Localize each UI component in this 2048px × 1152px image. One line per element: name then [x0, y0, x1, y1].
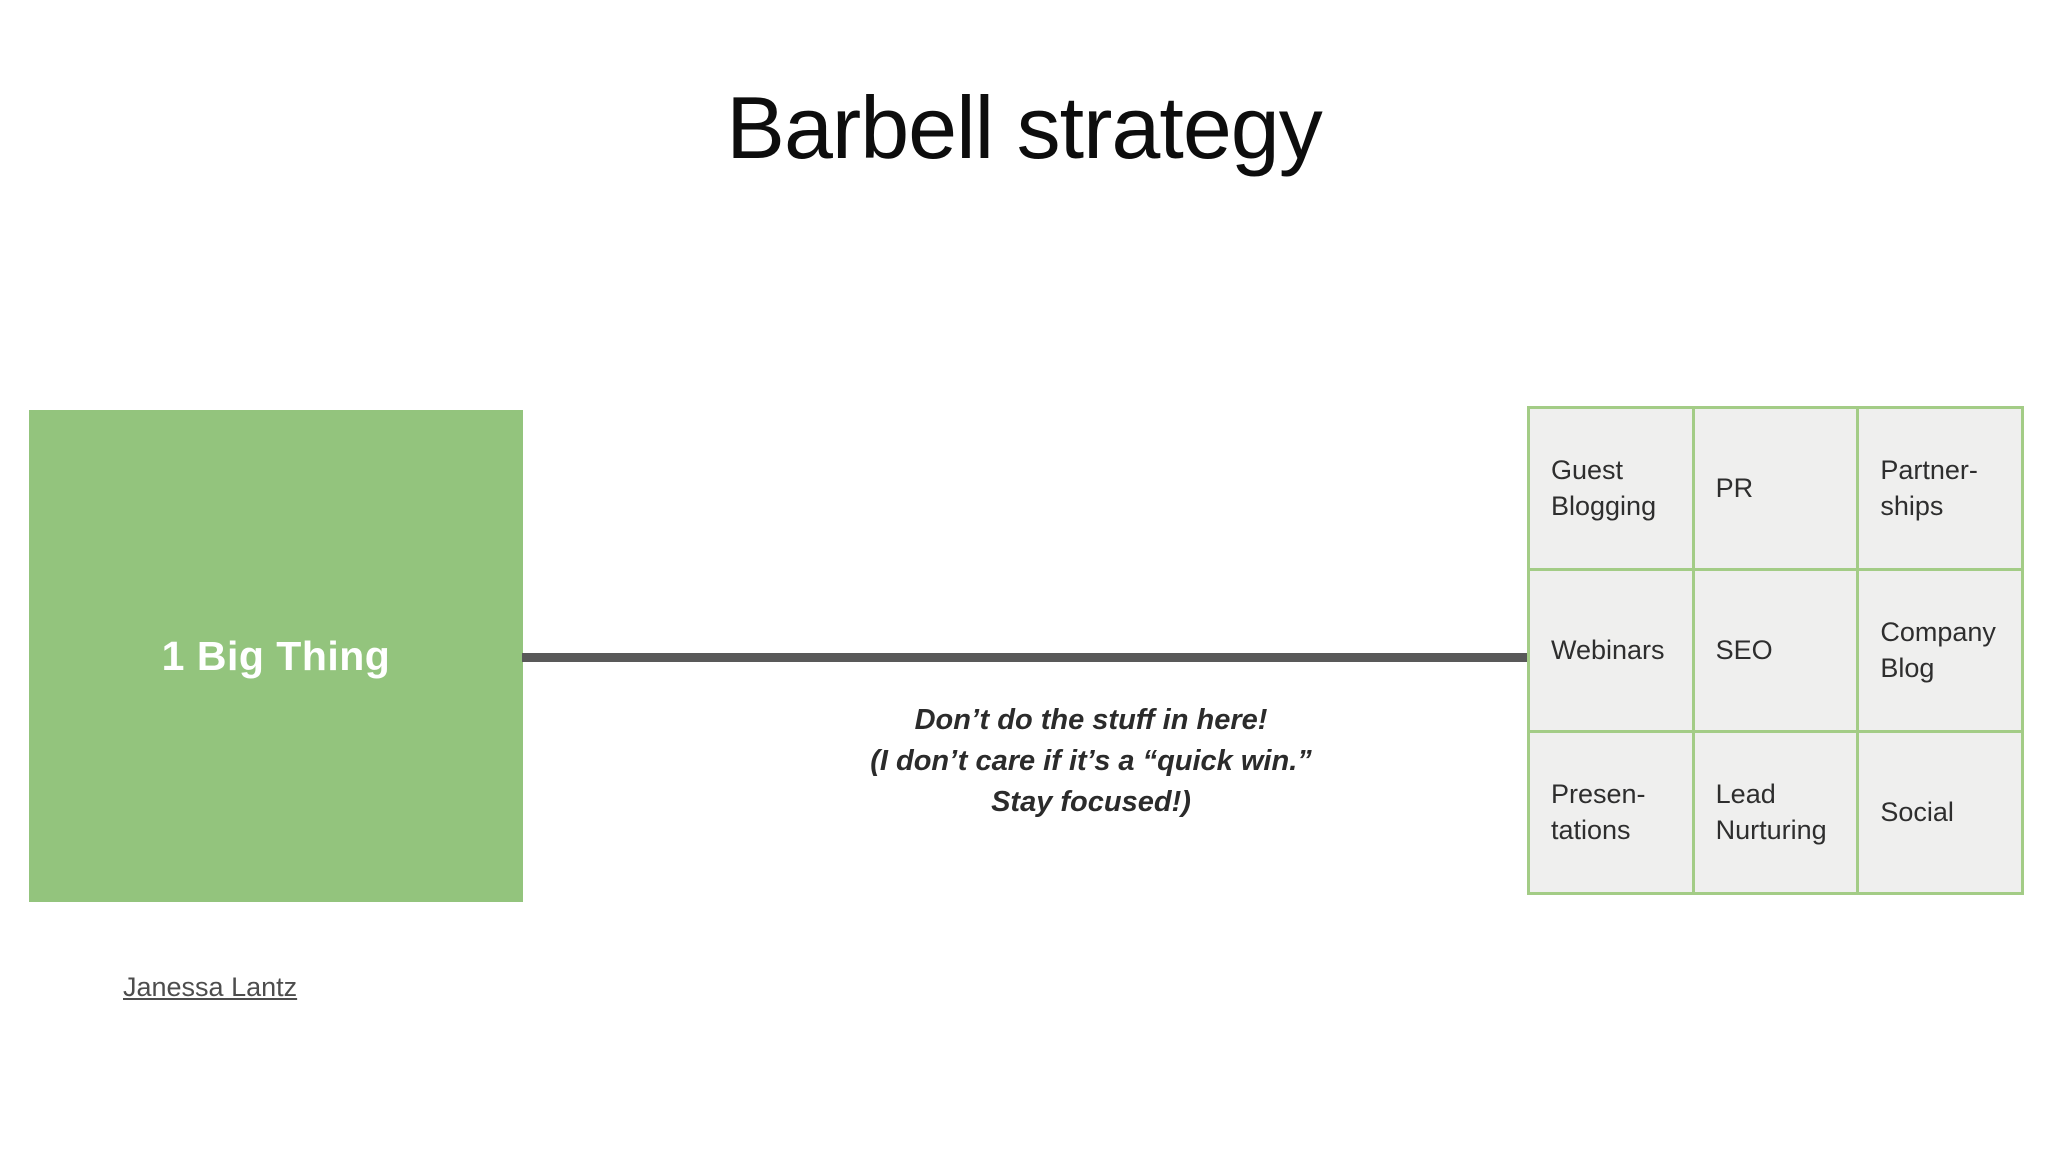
- grid-cell-label: SEO: [1715, 634, 1773, 665]
- grid-cell-social: Social: [1859, 733, 2021, 892]
- big-thing-label: 1 Big Thing: [161, 632, 391, 679]
- grid-cell-pr: PR: [1694, 409, 1857, 568]
- attribution-link[interactable]: Janessa Lantz: [123, 972, 298, 1002]
- big-thing-box: 1 Big Thing: [29, 410, 523, 902]
- grid-cell-label: Social: [1880, 796, 1954, 827]
- grid-cell-label: Partner- ships: [1880, 455, 1978, 521]
- annotation-line-3: Stay focused!): [991, 786, 1191, 819]
- warning-annotation: Don’t do the stuff in here! (I don’t car…: [691, 700, 1491, 824]
- grid-cell-webinars: Webinars: [1530, 571, 1692, 730]
- grid-cell-label: Webinars: [1551, 634, 1665, 665]
- slide-title: Barbell strategy: [726, 77, 1322, 177]
- grid-cell-lead-nurturing: Lead Nurturing: [1694, 733, 1857, 892]
- grid-cell-guest-blogging: Guest Blogging: [1530, 409, 1692, 568]
- barbell-bar-line: [522, 653, 1530, 662]
- grid-cell-label: Company Blog: [1880, 617, 1996, 683]
- grid-cell-label: Lead Nurturing: [1715, 779, 1827, 845]
- annotation-line-2: (I don’t care if it’s a “quick win.”: [870, 745, 1312, 778]
- grid-cell-label: PR: [1715, 472, 1754, 503]
- small-tactics-grid: Guest Blogging PR Partner- ships Webinar…: [1527, 406, 2024, 895]
- grid-cell-label: Presen- tations: [1551, 779, 1646, 845]
- grid-cell-presentations: Presen- tations: [1530, 733, 1692, 892]
- annotation-line-1: Don’t do the stuff in here!: [914, 704, 1268, 736]
- grid-cell-partnerships: Partner- ships: [1859, 409, 2021, 568]
- grid-cell-company-blog: Company Blog: [1859, 571, 2021, 730]
- grid-cell-seo: SEO: [1694, 571, 1857, 730]
- grid-cell-label: Guest Blogging: [1551, 455, 1657, 521]
